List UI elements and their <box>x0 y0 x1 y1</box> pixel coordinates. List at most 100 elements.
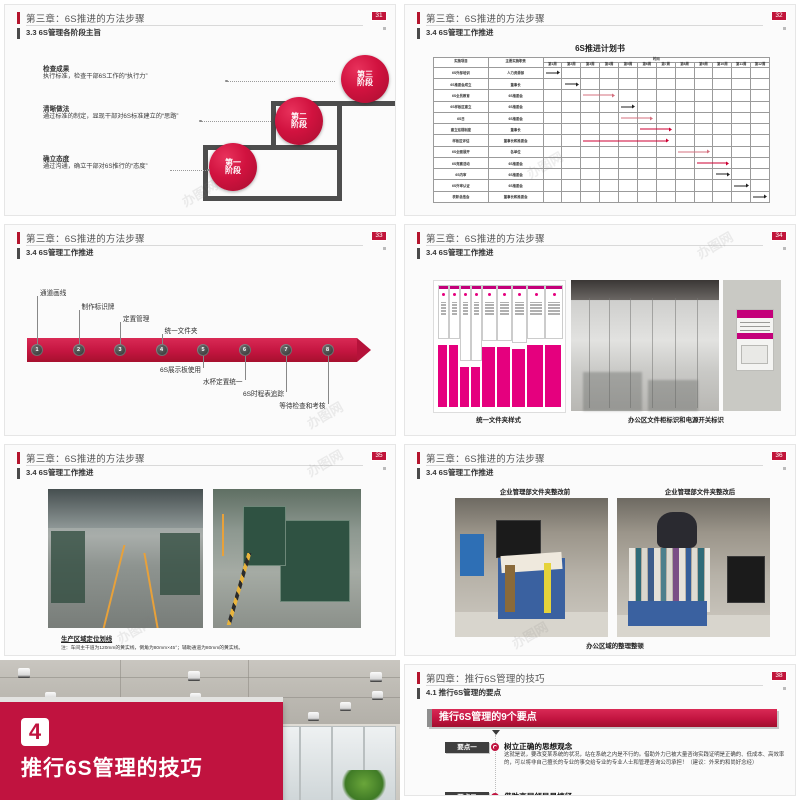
gantt-cell <box>674 134 695 147</box>
gantt-cell <box>542 168 563 181</box>
point-bullet-icon-1 <box>491 743 499 751</box>
header-accent-bar-dark <box>417 468 420 479</box>
gantt-cell <box>599 190 619 204</box>
stage-circle-2-line1: 第二 <box>291 111 307 121</box>
point-tag-1: 要点一 <box>445 742 489 753</box>
ceiling-lamp <box>308 712 319 721</box>
stage-circle-3[interactable]: 第三 阶段 <box>341 55 389 103</box>
timeline-label-1: 通道画线 <box>40 290 67 297</box>
gantt-cell <box>712 123 733 136</box>
stage-circle-1[interactable]: 第一 阶段 <box>209 143 257 191</box>
gantt-cell <box>580 134 669 147</box>
section-title: 3.4 6S管理工作推进 <box>426 468 494 477</box>
folder-logo-dot <box>475 293 478 296</box>
timeline-stem-7 <box>286 356 287 392</box>
folder-yellow <box>543 563 552 614</box>
stairs-graphic <box>5 5 395 215</box>
stage-2-leader-dot <box>199 119 202 122</box>
timeline-node-5[interactable]: 5 <box>197 344 209 356</box>
timeline-node-7[interactable]: 7 <box>280 344 292 356</box>
folder-label-band <box>513 286 526 289</box>
gantt-row-owner: 董事长和推委会 <box>487 190 544 204</box>
folder-label-band <box>439 286 448 289</box>
gantt-row-item: 6S推委会成立 <box>433 78 489 91</box>
gantt-cell <box>731 145 752 158</box>
gantt-cell <box>674 156 695 170</box>
locker-door-divider <box>630 298 632 409</box>
timeline-node-1[interactable]: 1 <box>31 344 43 356</box>
gantt-cell <box>693 190 714 204</box>
gantt-cell <box>636 78 657 91</box>
header-accent-bar-red <box>417 232 420 244</box>
folder-label-text <box>500 302 509 316</box>
gantt-row-item: 样板区评估 <box>433 134 489 147</box>
folder-label-card <box>482 285 497 341</box>
gantt-cell <box>731 89 752 102</box>
timeline-stem-2 <box>78 310 80 344</box>
gantt-row: 表彰总结会董事长和推委会 <box>433 190 770 204</box>
gantt-cell <box>580 145 601 158</box>
gantt-row-item: 6S全面展开 <box>433 145 489 158</box>
folder-label-text <box>515 302 524 316</box>
folder-label-band <box>483 286 496 289</box>
binder-tray <box>627 600 708 626</box>
slide-header-35: 第三章：6S推进的方法步骤 3.4 6S管理工作推进 <box>17 452 385 482</box>
gantt-cell <box>674 123 695 136</box>
gantt-cell <box>561 168 582 181</box>
slide-thumbnail-32[interactable]: 第三章：6S推进的方法步骤 3.4 6S管理工作推进 32 6S推进计划书 实施… <box>400 0 800 220</box>
folder-label-text <box>463 302 468 316</box>
folder-label-card <box>471 285 482 361</box>
folder-logo-dot <box>534 293 538 296</box>
office-after-photo <box>617 498 770 637</box>
gantt-row-owner: 6S推委会 <box>487 89 544 102</box>
timeline-node-6[interactable]: 6 <box>238 344 251 356</box>
slide-header-34: 第三章：6S推进的方法步骤 3.4 6S管理工作推进 <box>417 232 785 262</box>
stair-riser-2 <box>271 101 276 150</box>
timeline-node-8[interactable]: 8 <box>321 344 334 356</box>
timeline-node-3[interactable]: 3 <box>114 344 126 356</box>
slide-thumbnail-37[interactable]: 4 推行6S管理的技巧 <box>0 660 400 800</box>
header-accent-bar-red <box>17 232 20 244</box>
points-banner: 推行6S管理的9个要点 <box>427 709 777 727</box>
green-bin-2 <box>242 505 287 567</box>
gantt-cell <box>693 111 714 125</box>
page-number-badge: 32 <box>771 11 787 21</box>
slide-thumbnail-31[interactable]: 第三章：6S推进的方法步骤 3.3 6S管理各阶段主旨 31 第三 阶段 <box>0 0 400 220</box>
folder-label-card <box>438 285 449 339</box>
monitor <box>726 556 766 603</box>
folder-logo-dot <box>464 293 467 296</box>
gantt-cell <box>580 190 601 204</box>
folder-label-band <box>528 286 544 289</box>
slide-thumbnail-36[interactable]: 第三章：6S推进的方法步骤 3.4 6S管理工作推进 36 企业管理部文件夹整改… <box>400 440 800 660</box>
stage-circle-1-line2: 阶段 <box>225 166 241 175</box>
gantt-thead: 实施项目 主要实施职责 时间 第1周第2周第3周第4周第5周第6周第7周第8周第… <box>433 57 770 68</box>
point-heading-1: 树立正确的思想观念 <box>504 742 573 751</box>
stage-3-leader-dot <box>225 79 228 82</box>
window-pane <box>300 726 332 800</box>
gantt-cell <box>618 123 638 136</box>
ceiling-lamp <box>18 668 30 678</box>
timeline-node-2[interactable]: 2 <box>72 344 85 356</box>
folder-spine <box>471 367 480 407</box>
header-accent-bar-dark <box>17 28 20 39</box>
header-divider <box>426 24 763 26</box>
gantt-cell <box>731 111 752 125</box>
stage-circle-1-line1: 第一 <box>225 157 241 167</box>
gantt-row: 建立巡视制度董事长 <box>433 123 770 136</box>
slide-thumbnail-38[interactable]: 第四章：推行6S管理的技巧 4.1 推行6S管理的要点 38 推行6S管理的9个… <box>400 660 800 800</box>
timeline-node-4[interactable]: 4 <box>155 344 168 356</box>
caret-down-icon <box>492 730 500 735</box>
slide-thumbnail-34[interactable]: 第三章：6S推进的方法步骤 3.4 6S管理工作推进 34 <box>400 220 800 440</box>
slide-thumbnail-35[interactable]: 第三章：6S推进的方法步骤 3.4 6S管理工作推进 35 生产区域定位划线 <box>0 440 400 660</box>
gantt-cell <box>580 179 601 192</box>
switch-button[interactable] <box>741 344 769 365</box>
stage-circle-2[interactable]: 第二 阶段 <box>275 97 323 145</box>
gantt-cell <box>618 78 638 91</box>
folder-spine <box>512 349 525 407</box>
gantt-cell <box>580 111 601 125</box>
gantt-cell <box>655 123 676 136</box>
gantt-cell <box>750 123 770 136</box>
gantt-cell <box>731 168 752 181</box>
